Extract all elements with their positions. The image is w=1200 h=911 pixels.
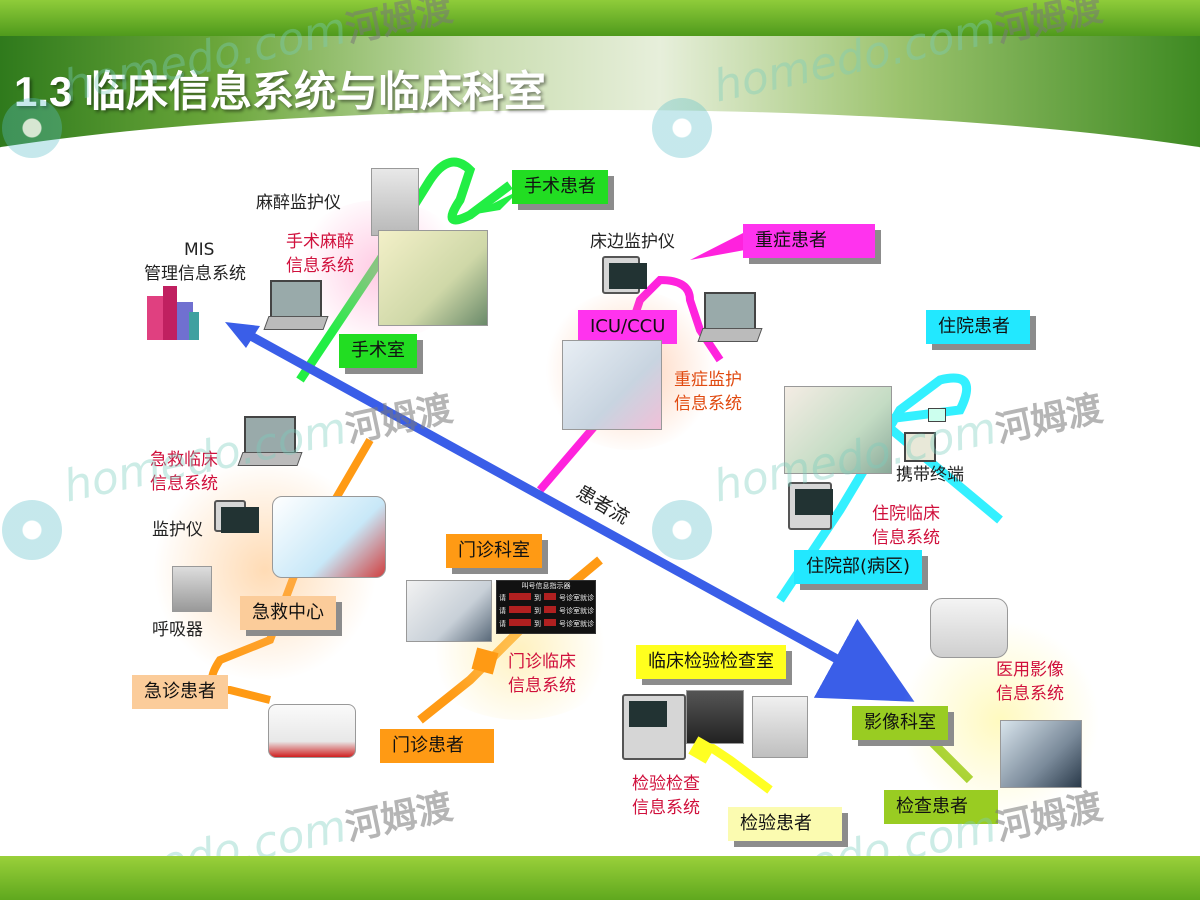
lab-patient-box: 检验患者 [728, 807, 842, 841]
icu-system-label-2: 信息系统 [674, 394, 742, 414]
inpatient-system-label-1: 住院临床 [872, 504, 940, 524]
imaging-patient-box: 检查患者 [884, 790, 998, 824]
lab-equipment-image [752, 696, 808, 758]
imaging-system-label-1: 医用影像 [996, 660, 1064, 680]
lab-system-label-1: 检验检查 [632, 774, 700, 794]
queue-board-digits [509, 606, 531, 613]
ambulance-image [268, 704, 356, 758]
lab-system-label-2: 信息系统 [632, 798, 700, 818]
watermark-logo-icon [2, 98, 62, 158]
footer-bar [0, 856, 1200, 900]
watermark-logo-icon [2, 500, 62, 560]
inpatient-monitor-icon [788, 482, 833, 530]
lab-dept-box: 临床检验检查室 [636, 645, 786, 679]
queue-board-digits [544, 606, 556, 613]
watermark-logo-icon [652, 500, 712, 560]
imaging-room-image [1000, 720, 1082, 788]
surgery-patient-arrow [470, 190, 520, 215]
icu-system-label-1: 重症监护 [674, 370, 742, 390]
emergency-monitor-icon [214, 500, 259, 533]
operating-room-image [378, 230, 488, 326]
page-title: 1.3 临床信息系统与临床科室 [14, 68, 547, 115]
outpatient-dept-box: 门诊科室 [446, 534, 542, 568]
surgery-flow-line [296, 157, 513, 383]
portable-terminal-icon-2 [928, 408, 946, 422]
queue-board-row: 请到号诊室就诊 [499, 593, 594, 602]
bedside-monitor-label: 床边监护仪 [590, 232, 675, 252]
patient-flow-arrowhead-start [225, 322, 260, 348]
bedside-monitor-icon [602, 256, 647, 294]
icu-patient-arrow [690, 232, 745, 260]
ventilator-image [172, 566, 212, 612]
patient-flow-arrow [237, 326, 915, 702]
icu-patient-box: 重症患者 [743, 224, 875, 258]
outpatient-patient-box: 门诊患者 [380, 729, 494, 763]
inpatient-flow-line [776, 373, 1003, 603]
mis-label-line2: 管理信息系统 [144, 264, 246, 284]
emergency-laptop-icon [237, 416, 303, 466]
imaging-system-label-2: 信息系统 [996, 684, 1064, 704]
queue-board-digits [509, 593, 531, 600]
queue-board-digits [544, 619, 556, 626]
queue-board-row: 请到号诊室就诊 [499, 619, 594, 628]
icu-laptop-icon [697, 292, 763, 342]
queue-board-digits [509, 619, 531, 626]
surgery-laptop-icon [263, 280, 329, 330]
emergency-dept-box: 急救中心 [240, 596, 336, 630]
queue-board-row: 请到号诊室就诊 [499, 606, 594, 615]
inpatient-patient-box: 住院患者 [926, 310, 1030, 344]
header-top-bar [0, 0, 1200, 36]
ventilator-label: 呼吸器 [152, 620, 203, 640]
outpatient-doctor-image [406, 580, 492, 642]
icu-dept-box: ICU/CCU [578, 310, 678, 344]
portable-terminal-label: 携带终端 [896, 465, 964, 485]
queue-board-rows: 请到号诊室就诊 请到号诊室就诊 请到号诊室就诊 [497, 592, 595, 631]
header-banner [0, 0, 1200, 175]
surgery-system-label-2: 信息系统 [286, 256, 354, 276]
outpatient-system-label-2: 信息系统 [508, 676, 576, 696]
inpatient-system-label-2: 信息系统 [872, 528, 940, 548]
portable-terminal-icon [904, 432, 936, 462]
queue-board-digits [544, 593, 556, 600]
surgery-system-label-1: 手术麻醉 [286, 232, 354, 252]
mis-label-line1: MIS [184, 240, 215, 260]
lab-monitor-icon [622, 694, 686, 760]
inpatient-dept-box: 住院部(病区) [794, 550, 923, 584]
emergency-monitor-label: 监护仪 [152, 520, 203, 540]
icu-flow-line [536, 275, 724, 493]
icu-room-image [562, 340, 662, 430]
ct-scanner-image [930, 598, 1008, 658]
mis-buildings-icon [147, 286, 199, 340]
lab-analyzer-image [686, 690, 744, 744]
emergency-patient-box: 急诊患者 [132, 675, 228, 709]
surgery-patient-box: 手术患者 [512, 170, 608, 204]
ambulance-stretcher-image [272, 496, 386, 578]
outpatient-system-label-1: 门诊临床 [508, 652, 576, 672]
emergency-system-label-2: 信息系统 [150, 474, 218, 494]
anesthesia-monitor-label: 麻醉监护仪 [256, 193, 341, 213]
emergency-system-label-1: 急救临床 [150, 450, 218, 470]
surgery-dept-box: 手术室 [339, 334, 417, 368]
imaging-dept-box: 影像科室 [852, 706, 948, 740]
queue-display-board: 叫号信息指示器 请到号诊室就诊 请到号诊室就诊 请到号诊室就诊 [496, 580, 596, 634]
inpatient-ward-image [784, 386, 892, 474]
watermark-logo-icon [652, 98, 712, 158]
anesthesia-monitor-image [371, 168, 419, 236]
queue-board-title: 叫号信息指示器 [521, 582, 571, 590]
